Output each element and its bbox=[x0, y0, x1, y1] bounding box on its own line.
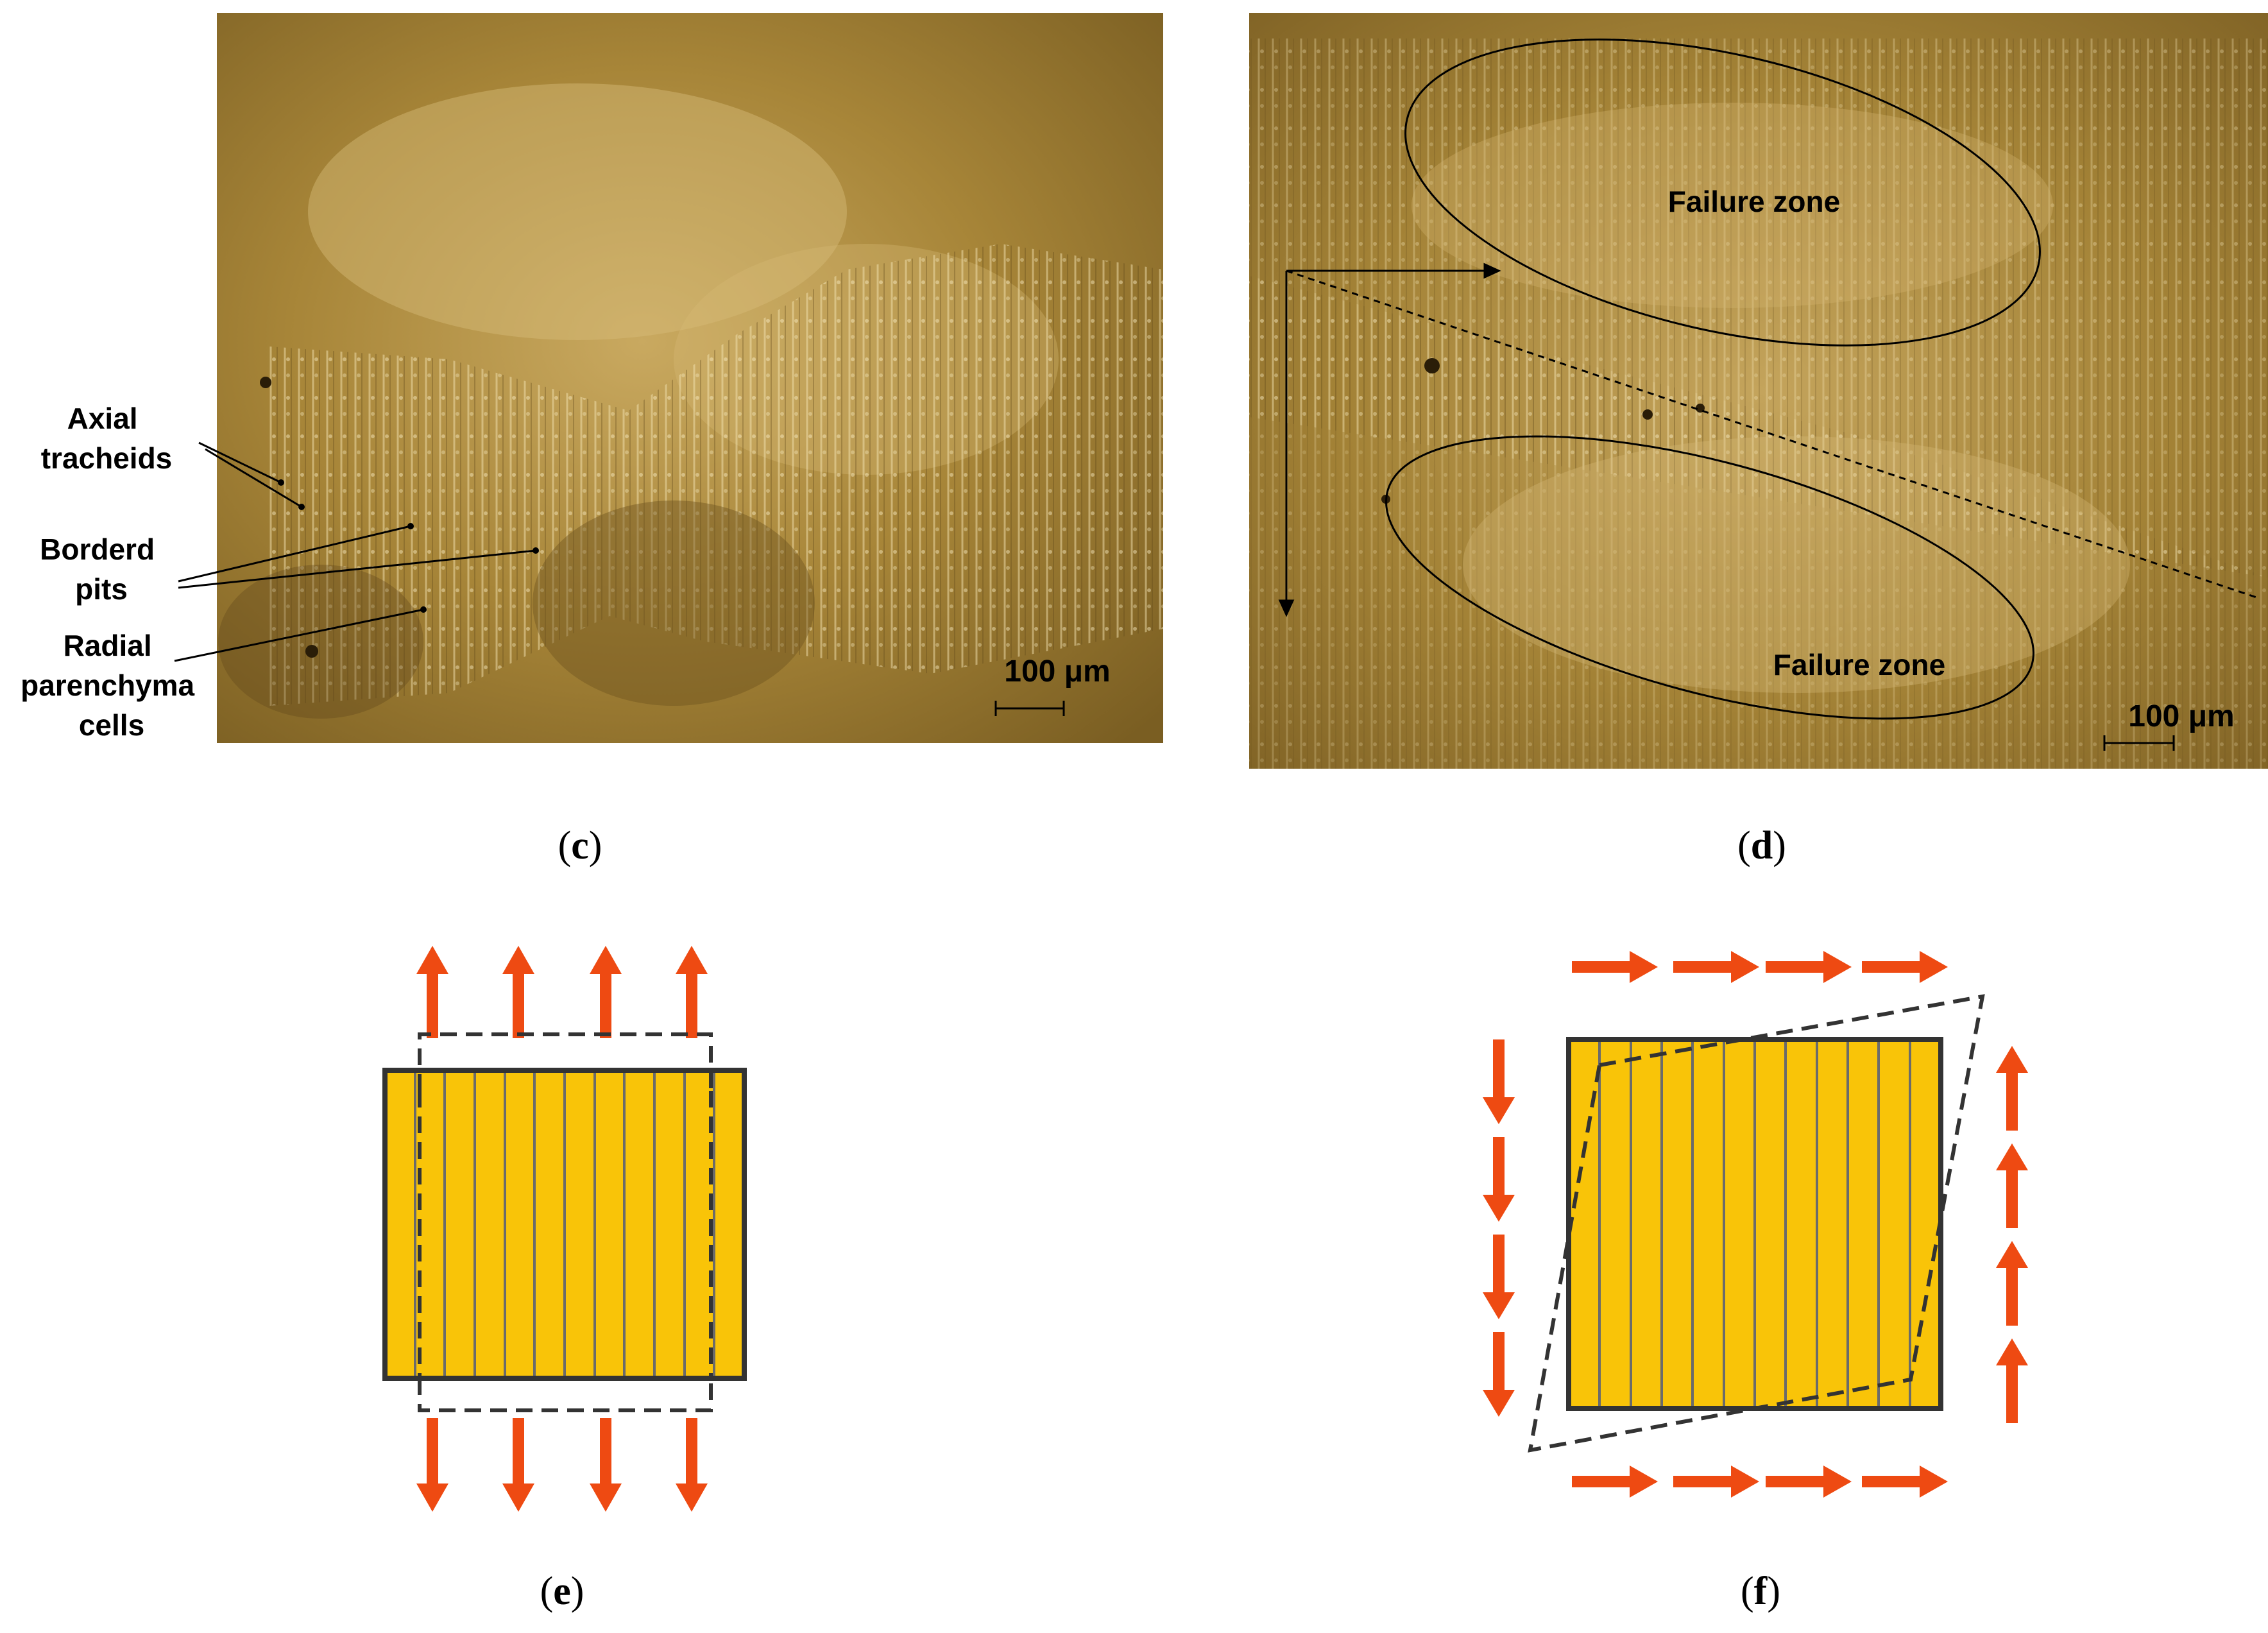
scale-label-c: 100 μm bbox=[1004, 654, 1110, 688]
label-axial-tracheids: Axial tracheids bbox=[41, 402, 173, 475]
panel-label-c: (c) bbox=[558, 824, 602, 868]
annotation-lines-c bbox=[174, 441, 536, 662]
failure-zone-outline-lower bbox=[1385, 435, 2034, 720]
panel-label-f: (f) bbox=[1741, 1569, 1780, 1613]
panel-f: (f) bbox=[1483, 951, 2028, 1613]
panel-e: (e) bbox=[382, 946, 747, 1613]
shear-arrows-right bbox=[1996, 1046, 2028, 1423]
micrograph-d-texture bbox=[1249, 38, 2268, 769]
micrograph-c-texture bbox=[218, 83, 1163, 719]
specimen-e bbox=[382, 1068, 747, 1381]
label-radial-parenchyma-cells: Radial parenchyma cells bbox=[21, 629, 203, 742]
panel-label-d: (d) bbox=[1737, 824, 1786, 868]
tension-arrows-top bbox=[416, 946, 708, 1038]
failure-zone-outline-upper bbox=[1404, 38, 2041, 346]
shear-arrows-bottom bbox=[1572, 1466, 1948, 1498]
panel-label-e: (e) bbox=[540, 1569, 584, 1613]
panel-c: Axial tracheids Borderd pits Radial pare… bbox=[21, 13, 1163, 868]
tension-arrows-bottom bbox=[416, 1418, 708, 1512]
annotation-dots-c bbox=[278, 479, 539, 613]
shear-arrows-left bbox=[1483, 1039, 1515, 1417]
scale-bar-c bbox=[994, 701, 1065, 716]
label-borderd-pits: Borderd pits bbox=[40, 533, 163, 606]
shear-arrows-top bbox=[1572, 951, 1948, 983]
failure-zone-label-upper: Failure zone bbox=[1668, 185, 1840, 218]
specimen-f bbox=[1566, 1037, 1943, 1411]
scale-label-d: 100 μm bbox=[2128, 699, 2234, 733]
scale-bar-d bbox=[2103, 735, 2175, 751]
deformed-outline-f bbox=[1528, 994, 1985, 1453]
failure-plane-dashed-line bbox=[1286, 269, 2259, 599]
deformed-outline-e bbox=[418, 1032, 713, 1412]
panel-d: Failure zone Failure zone 100 μm (d) bbox=[1249, 13, 2268, 868]
orientation-axes-d bbox=[1278, 262, 1501, 617]
failure-zone-label-lower: Failure zone bbox=[1773, 648, 1945, 681]
